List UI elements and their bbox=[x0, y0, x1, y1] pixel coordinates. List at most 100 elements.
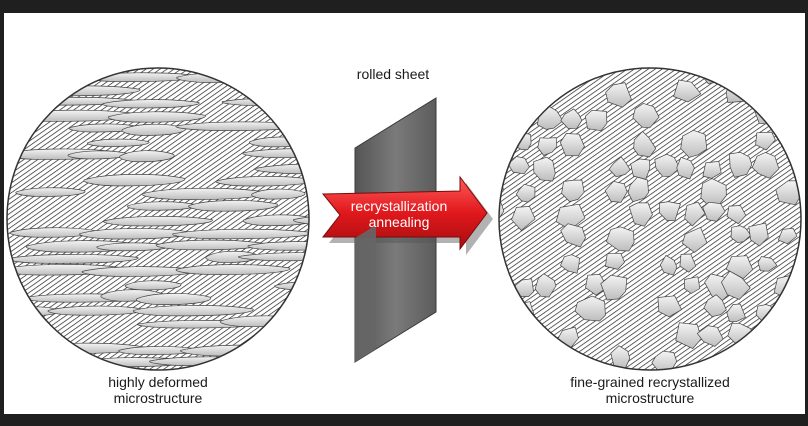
equiaxed-grain bbox=[511, 103, 535, 127]
elongated-grain bbox=[132, 305, 254, 317]
equiaxed-grain bbox=[559, 133, 585, 157]
elongated-grain bbox=[124, 280, 182, 291]
equiaxed-grain bbox=[776, 68, 801, 81]
elongated-grain bbox=[103, 216, 213, 227]
equiaxed-grain bbox=[659, 201, 681, 221]
equiaxed-grain bbox=[680, 129, 708, 158]
elongated-grain bbox=[96, 242, 170, 252]
elongated-grain bbox=[23, 356, 94, 367]
equiaxed-grain bbox=[721, 270, 751, 300]
equiaxed-grain bbox=[506, 301, 535, 329]
elongated-grain bbox=[247, 241, 309, 251]
sheet-label: rolled sheet bbox=[356, 66, 430, 82]
equiaxed-grain bbox=[726, 68, 750, 84]
elongated-grain bbox=[107, 111, 206, 123]
elongated-grain bbox=[135, 293, 212, 305]
equiaxed-grain bbox=[673, 79, 702, 103]
equiaxed-grain bbox=[755, 131, 776, 151]
elongated-grain bbox=[15, 187, 86, 197]
equiaxed-grain bbox=[726, 303, 746, 323]
equiaxed-grain bbox=[561, 179, 585, 202]
elongated-grain bbox=[121, 123, 186, 136]
elongated-grain bbox=[235, 356, 309, 367]
equiaxed-grain bbox=[633, 131, 657, 158]
equiaxed-grain bbox=[606, 226, 635, 252]
equiaxed-grain bbox=[675, 322, 702, 349]
equiaxed-grain bbox=[574, 295, 606, 322]
left-caption-line2: microstructure bbox=[113, 390, 203, 406]
equiaxed-grain bbox=[514, 278, 534, 297]
equiaxed-grain bbox=[632, 103, 660, 129]
equiaxed-grain bbox=[777, 227, 798, 245]
equiaxed-grain bbox=[499, 130, 505, 153]
equiaxed-grain bbox=[757, 256, 778, 272]
elongated-grain bbox=[302, 123, 309, 135]
equiaxed-grain bbox=[515, 183, 536, 203]
equiaxed-grain bbox=[627, 176, 649, 203]
right-caption-line1: fine-grained recrystallized bbox=[570, 374, 730, 390]
elongated-grain bbox=[102, 99, 200, 109]
arrow-label-line2: annealing bbox=[368, 214, 430, 230]
equiaxed-grain bbox=[651, 350, 678, 370]
elongated-grain bbox=[188, 200, 278, 212]
arrow-label-line1: recrystallization bbox=[350, 198, 448, 214]
elongated-grain bbox=[205, 250, 260, 263]
equiaxed-grain bbox=[608, 156, 631, 178]
elongated-grain bbox=[83, 174, 186, 187]
equiaxed-grain bbox=[752, 68, 777, 85]
equiaxed-grain bbox=[605, 252, 625, 270]
equiaxed-grain bbox=[630, 158, 651, 180]
equiaxed-grain bbox=[748, 222, 769, 247]
equiaxed-grain bbox=[537, 137, 558, 156]
elongated-grain bbox=[293, 214, 309, 226]
equiaxed-grain bbox=[605, 82, 632, 108]
equiaxed-grain bbox=[600, 274, 628, 301]
equiaxed-grain bbox=[657, 295, 682, 318]
equiaxed-grain bbox=[534, 273, 557, 298]
equiaxed-grain bbox=[585, 274, 608, 296]
elongated-grain bbox=[86, 138, 150, 147]
equiaxed-grain bbox=[511, 206, 536, 231]
equiaxed-grain bbox=[560, 108, 583, 129]
equiaxed-grain bbox=[676, 156, 695, 180]
equiaxed-grain bbox=[780, 86, 798, 105]
equiaxed-grain bbox=[702, 201, 726, 222]
equiaxed-grain bbox=[628, 202, 653, 227]
equiaxed-grain bbox=[751, 152, 780, 179]
equiaxed-grain bbox=[730, 225, 752, 244]
equiaxed-grain bbox=[659, 255, 678, 276]
recrystallized-microstructure-circle bbox=[498, 67, 802, 371]
equiaxed-grain bbox=[726, 205, 747, 225]
equiaxed-grain bbox=[536, 350, 558, 370]
equiaxed-grain bbox=[512, 344, 534, 365]
elongated-grain bbox=[308, 97, 309, 108]
equiaxed-grain bbox=[684, 276, 701, 294]
equiaxed-grain bbox=[703, 294, 727, 318]
equiaxed-grain bbox=[682, 227, 708, 253]
left-caption-line1: highly deformed bbox=[108, 374, 208, 390]
equiaxed-grain bbox=[604, 180, 628, 203]
equiaxed-grain bbox=[729, 151, 753, 178]
elongated-grain bbox=[238, 68, 309, 80]
right-caption-line2: microstructure bbox=[605, 390, 695, 406]
equiaxed-grain bbox=[696, 325, 724, 347]
elongated-grain bbox=[175, 264, 291, 275]
equiaxed-grain bbox=[654, 153, 681, 177]
equiaxed-grain bbox=[533, 156, 556, 182]
equiaxed-grain bbox=[725, 255, 754, 279]
equiaxed-grain bbox=[684, 201, 706, 227]
elongated-grain bbox=[126, 201, 197, 211]
equiaxed-grain bbox=[560, 254, 580, 274]
equiaxed-grain bbox=[702, 161, 722, 179]
elongated-grain bbox=[251, 188, 306, 200]
equiaxed-grain bbox=[537, 68, 558, 79]
equiaxed-grain bbox=[584, 109, 608, 132]
rolled-sheet-front bbox=[355, 225, 376, 362]
elongated-grain bbox=[172, 228, 309, 240]
elongated-grain bbox=[119, 150, 175, 163]
equiaxed-grain bbox=[780, 318, 799, 342]
elongated-grain bbox=[7, 254, 139, 264]
equiaxed-grain bbox=[560, 223, 586, 248]
equiaxed-grain bbox=[679, 253, 697, 273]
